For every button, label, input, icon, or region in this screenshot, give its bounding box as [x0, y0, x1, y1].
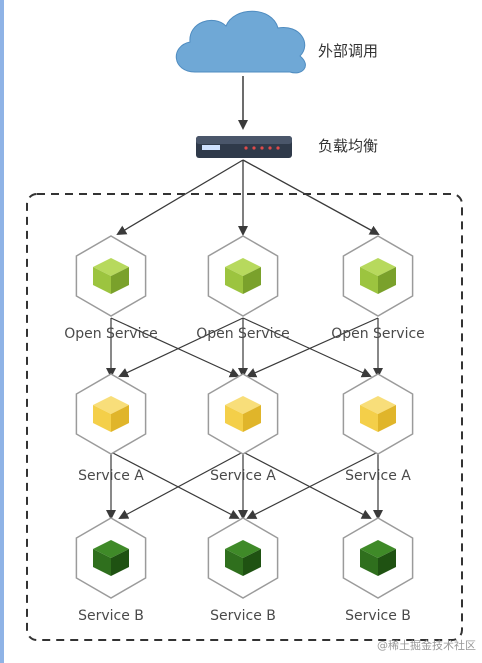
service-node-3-2: [207, 517, 279, 599]
service-node-3-1: [75, 517, 147, 599]
cube-right-face: [243, 267, 261, 294]
cube-right-face: [378, 267, 396, 294]
watermark: @稀土掘金技术社区: [377, 639, 476, 652]
open-service-label-3: Open Service: [331, 326, 425, 342]
service-a-label-1: Service A: [78, 468, 144, 484]
cloud-label: 外部调用: [318, 42, 379, 60]
cube-left-face: [93, 549, 111, 576]
balancer-arrows: [116, 159, 380, 236]
load-balancer-icon: [196, 136, 292, 158]
open-to-a-arrows: [106, 317, 383, 378]
service-b-label-3: Service B: [345, 608, 411, 624]
cube-left-face: [360, 267, 378, 294]
service-b-label-2: Service B: [210, 608, 276, 624]
open-service-label-2: Open Service: [196, 326, 290, 342]
service-node-2-3: [342, 373, 414, 455]
service-node-1-3: [342, 235, 414, 317]
service-node-3-3: [342, 517, 414, 599]
service-b-label-1: Service B: [78, 608, 144, 624]
cube-left-face: [93, 405, 111, 432]
open-service-label-1: Open Service: [64, 326, 158, 342]
cube-right-face: [378, 405, 396, 432]
service-cluster-boundary: [26, 193, 463, 641]
cube-left-face: [360, 405, 378, 432]
cube-left-face: [225, 405, 243, 432]
cube-right-face: [111, 549, 129, 576]
service-a-label-3: Service A: [345, 468, 411, 484]
left-frame-border: [0, 0, 4, 663]
service-node-2-1: [75, 373, 147, 455]
cube-right-face: [378, 549, 396, 576]
cloud-icon: [175, 10, 306, 74]
cube-left-face: [360, 549, 378, 576]
service-node-2-2: [207, 373, 279, 455]
service-a-label-2: Service A: [210, 468, 276, 484]
cube-left-face: [93, 267, 111, 294]
cube-right-face: [243, 405, 261, 432]
cube-left-face: [225, 267, 243, 294]
a-to-b-arrows: [106, 451, 383, 520]
cube-right-face: [111, 267, 129, 294]
cube-left-face: [225, 549, 243, 576]
cube-right-face: [243, 549, 261, 576]
service-node-1-1: [75, 235, 147, 317]
service-node-1-2: [207, 235, 279, 317]
balancer-label: 负载均衡: [318, 137, 379, 155]
cube-right-face: [111, 405, 129, 432]
